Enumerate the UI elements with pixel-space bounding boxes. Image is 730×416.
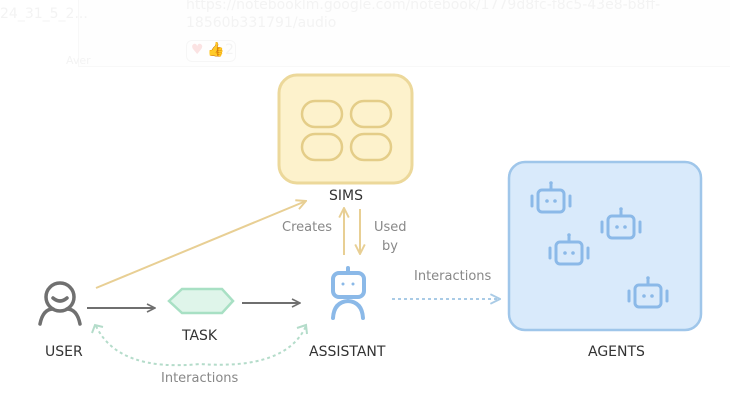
edge-user-to-sims bbox=[95, 201, 306, 289]
hexagon-shape bbox=[167, 287, 235, 315]
sims-node bbox=[277, 73, 414, 185]
agent-robot-icon bbox=[627, 276, 669, 309]
by-label: by bbox=[382, 239, 398, 254]
loop-arrowhead-left bbox=[91, 323, 104, 334]
loop-interactions-label: Interactions bbox=[161, 371, 239, 386]
background-reactions: ♥ 👍 2 bbox=[186, 40, 236, 62]
agents-node bbox=[507, 160, 703, 332]
robot-group-icon bbox=[530, 181, 669, 309]
creates-label: Creates bbox=[282, 220, 332, 235]
agent-robot-icon bbox=[548, 233, 590, 266]
agent-robot-icon bbox=[530, 181, 572, 214]
background-author: Aver bbox=[66, 54, 91, 67]
agent-robot-icon bbox=[600, 207, 642, 240]
user-icon bbox=[38, 281, 82, 326]
loop-arrowhead-right bbox=[296, 323, 308, 335]
background-link-line1: https://notebooklm.google.com/notebook/1… bbox=[186, 0, 661, 13]
agents-interactions-label: Interactions bbox=[414, 269, 492, 284]
thumbs-up-icon: 👍 bbox=[207, 42, 225, 58]
heart-icon: ♥ bbox=[191, 42, 204, 58]
background-filename: 24_31_5_2... bbox=[0, 6, 88, 22]
grid-of-pills-icon bbox=[300, 99, 393, 162]
agents-label: AGENTS bbox=[588, 344, 645, 360]
used-label: Used bbox=[374, 220, 407, 235]
assistant-label: ASSISTANT bbox=[309, 344, 386, 360]
sims-label: SIMS bbox=[329, 188, 363, 204]
reaction-count: 2 bbox=[225, 42, 234, 58]
robot-icon bbox=[331, 266, 366, 320]
user-label: USER bbox=[45, 344, 83, 360]
task-label: TASK bbox=[182, 328, 218, 344]
background-link-line2: 18560b331791/audio bbox=[186, 15, 337, 31]
edge-user-assistant-loop bbox=[95, 325, 307, 367]
task-node bbox=[167, 287, 235, 315]
